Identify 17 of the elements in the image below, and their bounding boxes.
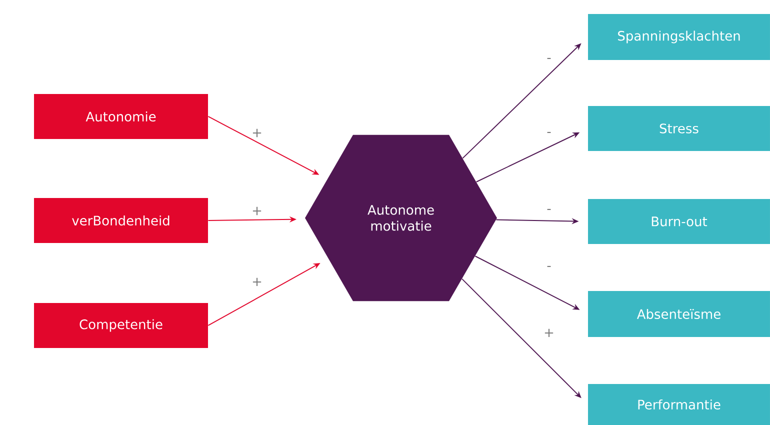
edge-label: + (250, 276, 264, 288)
edge-label: + (250, 206, 264, 216)
input-box: Competentie (34, 302, 208, 348)
motivation-hexagon: Autonome motivatie (305, 134, 497, 302)
outcome-box: Spanningsklachten (588, 14, 770, 60)
edge-label: - (546, 208, 552, 214)
outcome-box: Stress (588, 106, 770, 151)
outcome-box: Performantie (588, 384, 770, 425)
edge-label: + (250, 128, 264, 138)
edge-label: - (546, 264, 552, 272)
edge-label: + (542, 328, 556, 338)
edge-label: - (546, 130, 552, 138)
input-box: Autonomie (34, 94, 208, 139)
outcome-box: Burn-out (588, 198, 770, 244)
outcome-box: Absenteïsme (588, 291, 770, 337)
edge-label: - (546, 56, 552, 64)
input-box: verBondenheid (34, 198, 208, 243)
